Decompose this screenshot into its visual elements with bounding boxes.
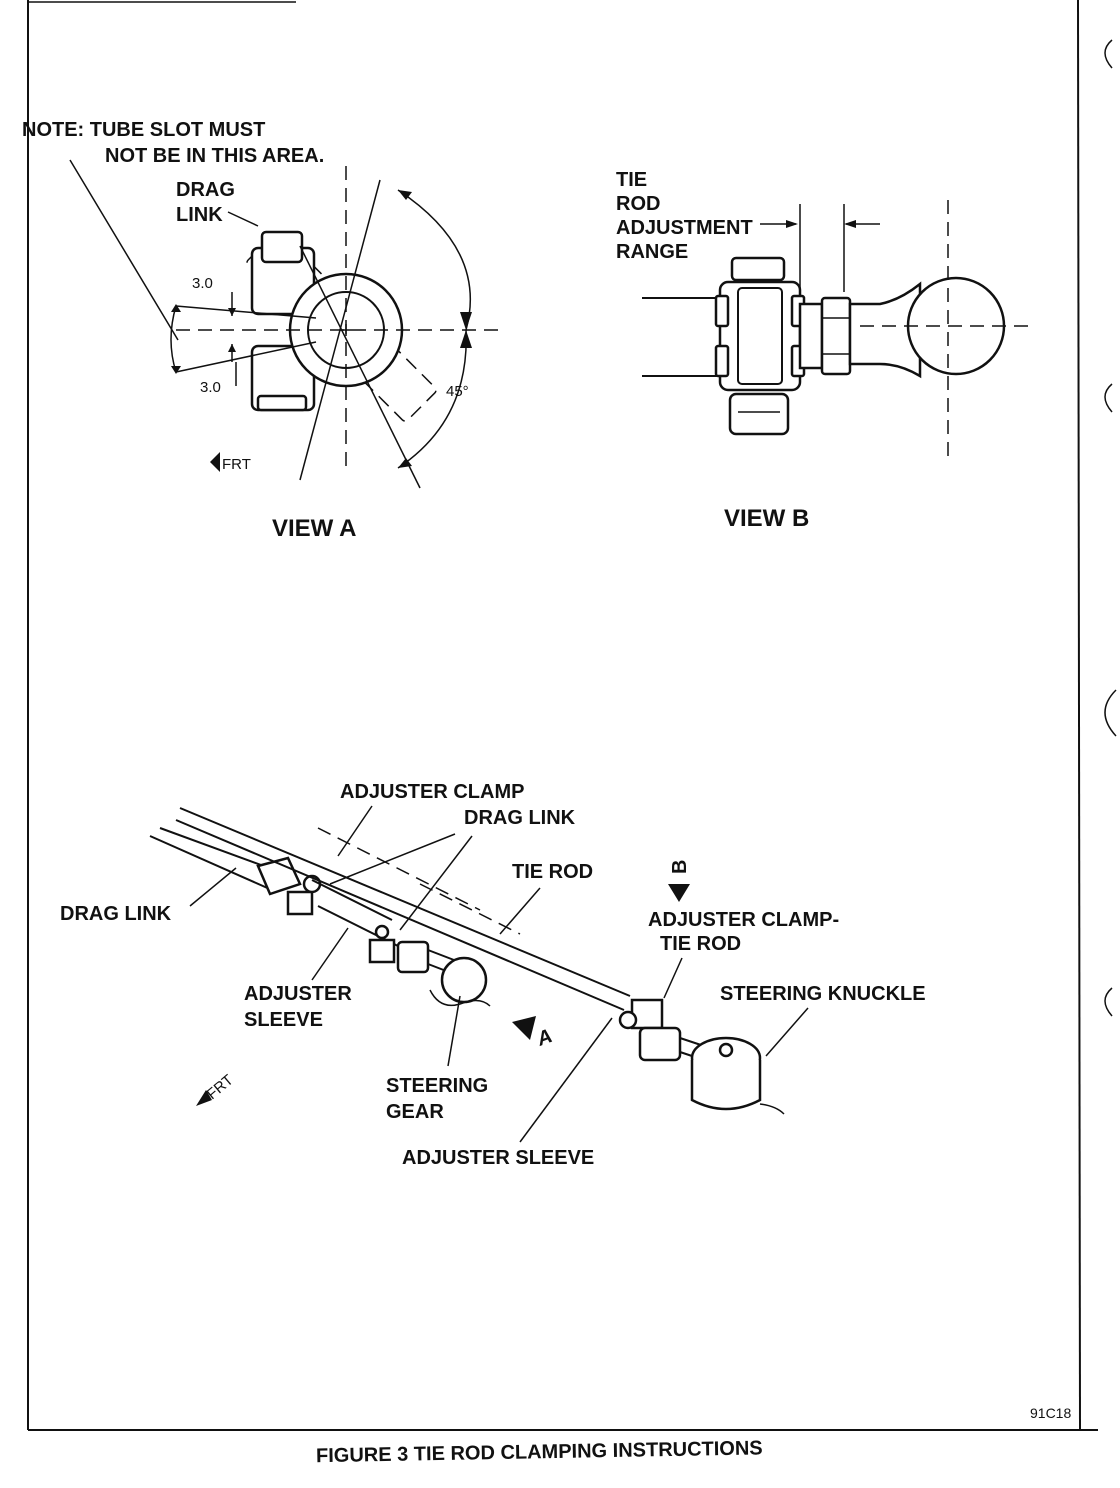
- dim-bottom-label: 3.0: [200, 379, 221, 396]
- label-drag-link-top: DRAG LINK: [464, 807, 576, 829]
- label-adjuster-sleeve-left-2: SLEEVE: [244, 1009, 323, 1031]
- label-tie-rod: TIE ROD: [512, 861, 593, 883]
- angle-label: 45°: [446, 383, 469, 400]
- label-arrow-a: A: [533, 1025, 555, 1051]
- assembly-view: ADJUSTER CLAMP DRAG LINK TIE ROD DRAG LI…: [60, 781, 926, 1169]
- 45-degree-line: [299, 245, 421, 489]
- frt-arrow-icon: [210, 452, 220, 472]
- rotated-centerline: [299, 179, 381, 481]
- view-a-title: VIEW A: [272, 515, 356, 542]
- view-b-arrow-icon: [668, 884, 690, 902]
- label-adjuster-clamp: ADJUSTER CLAMP: [340, 781, 524, 803]
- view-a-drag-label-2: LINK: [176, 204, 223, 226]
- clamp-b-body: [718, 280, 802, 392]
- assembly-frt-arrow-icon: [196, 1090, 212, 1106]
- drag-link-leader-line: [227, 211, 259, 227]
- tie-rod-tube-bottom: [175, 819, 625, 1011]
- drag-link-sleeve: [256, 856, 302, 896]
- label-steering-gear-1: STEERING: [386, 1075, 488, 1097]
- view-b-label-4: RANGE: [616, 241, 688, 263]
- drag-link-tube-bottom: [149, 835, 273, 891]
- view-b-title: VIEW B: [724, 505, 809, 532]
- label-drag-link-left: DRAG LINK: [60, 903, 172, 925]
- view-a-note-line2: NOT BE IN THIS AREA.: [105, 145, 324, 167]
- label-adjuster-clamp-tie-rod-2: TIE ROD: [660, 933, 741, 955]
- clamp-bolt-head: [260, 230, 304, 264]
- tie-rod-hex: [820, 296, 852, 376]
- view-a-frt-label: FRT: [222, 456, 251, 473]
- dim-top-label: 3.0: [192, 275, 213, 292]
- sleeve-segment: [798, 302, 824, 370]
- adjuster-clamp-leader: [337, 805, 373, 857]
- page-frame: [27, 0, 1117, 1431]
- label-arrow-b: B: [669, 860, 691, 874]
- view-b-label-1: TIE: [616, 169, 647, 191]
- view-a-note-line1: NOTE: TUBE SLOT MUST: [22, 119, 265, 141]
- clamp-nut: [256, 394, 308, 412]
- zone-arc: [170, 305, 177, 373]
- figure-caption: FIGURE 3 TIE ROD CLAMPING INSTRUCTIONS: [316, 1437, 763, 1467]
- label-adjuster-sleeve-bottom: ADJUSTER SLEEVE: [402, 1147, 594, 1169]
- label-steering-gear-2: GEAR: [386, 1101, 444, 1123]
- steering-gear-clamp: [368, 938, 396, 964]
- view-b-label-2: ROD: [616, 193, 660, 215]
- tie-rod-neck: [848, 281, 922, 379]
- zone-line-top: [175, 305, 317, 319]
- knuckle-body: [690, 1060, 762, 1111]
- steering-gear-arm: [440, 956, 488, 1004]
- clamp-b-nut: [728, 392, 790, 436]
- view-b-label-3: ADJUSTMENT: [616, 217, 753, 239]
- label-adjuster-clamp-tie-rod-1: ADJUSTER CLAMP-: [648, 909, 839, 931]
- angle-arc-upper: [397, 189, 472, 331]
- tie-rod-tube-top: [179, 807, 631, 997]
- view-a: NOTE: TUBE SLOT MUST NOT BE IN THIS AREA…: [22, 119, 500, 542]
- note-leader-line: [69, 159, 179, 341]
- label-adjuster-sleeve-left-1: ADJUSTER: [244, 983, 352, 1005]
- clamp-b-bolt-head: [730, 256, 786, 282]
- figure-code: 91C18: [1030, 1405, 1071, 1421]
- zone-line-bottom: [175, 341, 317, 373]
- view-b: TIE ROD ADJUSTMENT RANGE VIEW B: [616, 169, 1034, 532]
- view-a-arrow-icon: [512, 1016, 536, 1040]
- tie-rod-clamp: [630, 998, 664, 1030]
- angle-arc-lower: [397, 329, 467, 469]
- view-a-drag-label-1: DRAG: [176, 179, 235, 201]
- drag-link-clamp: [286, 890, 314, 916]
- label-steering-knuckle: STEERING KNUCKLE: [720, 983, 926, 1005]
